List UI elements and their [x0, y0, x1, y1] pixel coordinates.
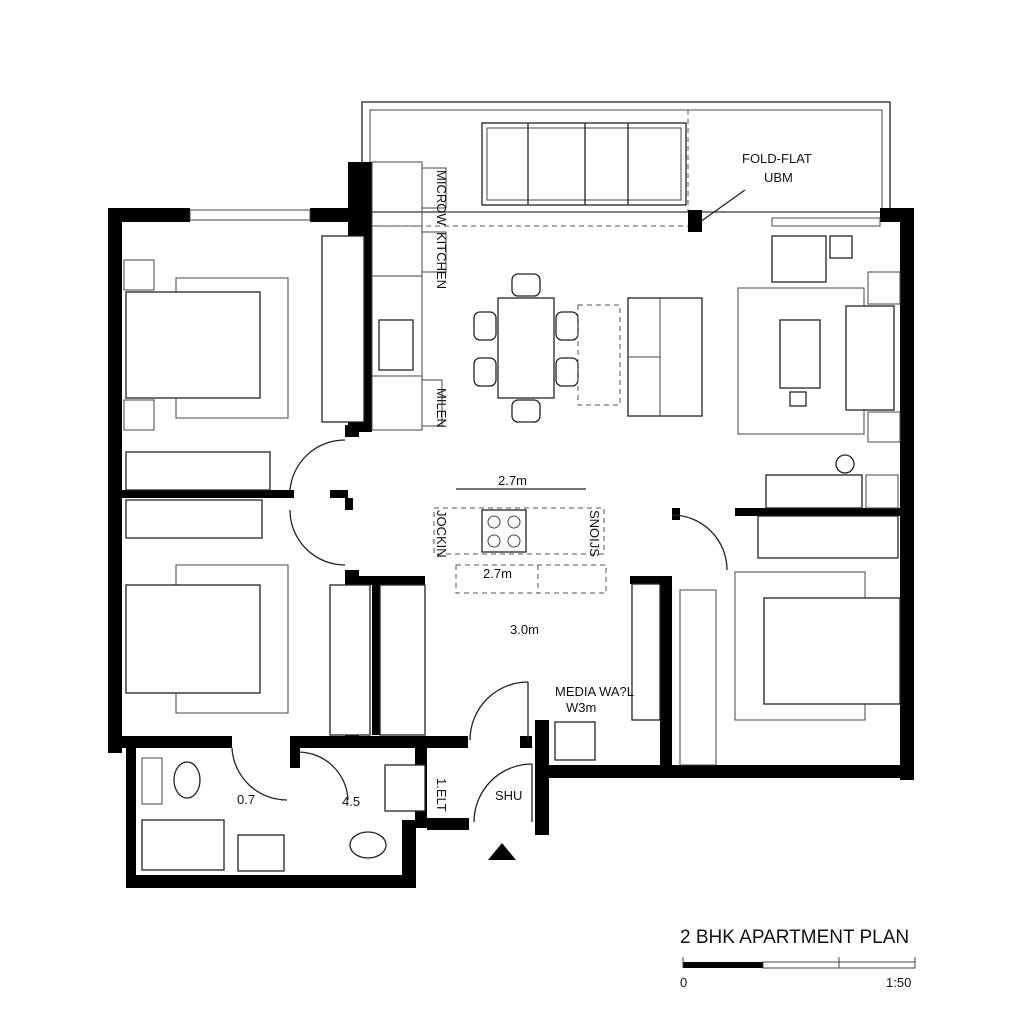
labels: FOLD-FLAT UBM 2.7m 2.7m 3.0m MEDIA WA?L …: [237, 151, 812, 812]
kitchen-label: KITCHEN: [434, 232, 449, 289]
microwave: [421, 167, 447, 209]
walls: [108, 162, 914, 888]
dimension-label: 2.7m: [483, 566, 512, 581]
kitchen-sink: [378, 319, 414, 371]
balcony-bench: [481, 122, 687, 206]
kitchen-counter: [371, 161, 688, 431]
armchair: [771, 235, 827, 283]
fridge: [421, 379, 443, 427]
wardrobe-4: [757, 515, 899, 559]
dining-table: [473, 273, 621, 423]
door-bedroom-3[interactable]: [671, 514, 728, 571]
coffee-table: [779, 319, 821, 389]
door-utility[interactable]: [469, 681, 529, 741]
doors: [231, 439, 728, 823]
living-area: [737, 235, 901, 509]
bed-3: [763, 597, 901, 705]
dimension-label: 3.0m: [510, 622, 539, 637]
balcony-note: UBM: [764, 170, 793, 185]
utility-sink: [554, 721, 596, 761]
bedroom-3: [554, 515, 901, 766]
windows: [189, 209, 881, 227]
wardrobe-3: [329, 584, 371, 736]
oven: [421, 231, 447, 273]
door-bath-2[interactable]: [297, 751, 349, 801]
washbasin-2: [384, 764, 426, 812]
island-label: JOCKIN: [434, 510, 449, 558]
kitchen-island: [433, 488, 607, 594]
wardrobe-2: [125, 451, 271, 491]
bedroom-1: [123, 235, 365, 491]
toilet-1: [173, 761, 201, 799]
cooktop: [481, 509, 527, 553]
balcony: [361, 101, 891, 223]
tv-unit: [765, 474, 863, 509]
wardrobe-5: [631, 583, 661, 721]
sofa-living: [845, 305, 895, 411]
scale-bar: [682, 957, 916, 969]
kitchen-label: MICROW: [434, 170, 449, 226]
media-wall-dim: W3m: [566, 700, 596, 715]
door-bath-1[interactable]: [231, 747, 288, 801]
balcony-note: FOLD-FLAT: [742, 151, 812, 166]
washbasin-1: [237, 834, 285, 872]
entry-door[interactable]: [473, 763, 533, 823]
plan-title: 2 BHK APARTMENT PLAN: [680, 927, 909, 948]
bedroom-2: [125, 499, 426, 736]
fold-flat-door[interactable]: [699, 189, 746, 223]
kitchen-label: MILEN: [434, 388, 449, 428]
bath2-dim: 4.5: [342, 794, 360, 809]
bathtub: [141, 819, 225, 871]
toilet-2: [349, 831, 387, 859]
door-bedroom-1[interactable]: [289, 439, 346, 491]
bath1-dim: 0.7: [237, 792, 255, 807]
scale-ratio: 1:50: [886, 975, 911, 990]
entry-label: SHU: [495, 788, 522, 803]
media-wall-label: MEDIA WA?L: [555, 684, 634, 699]
bathrooms: [141, 757, 426, 872]
bed-1: [125, 291, 261, 399]
door-bedroom-2[interactable]: [289, 509, 346, 566]
utility-label: 1.ELT: [434, 778, 449, 812]
sofa: [627, 297, 703, 417]
wardrobe-1: [321, 235, 365, 423]
entry-arrow-icon: [488, 843, 516, 860]
scale-start: 0: [680, 975, 687, 990]
bed-2: [125, 584, 261, 694]
island-label: SNOIJS: [587, 510, 602, 557]
dimension-label: 2.7m: [498, 473, 527, 488]
